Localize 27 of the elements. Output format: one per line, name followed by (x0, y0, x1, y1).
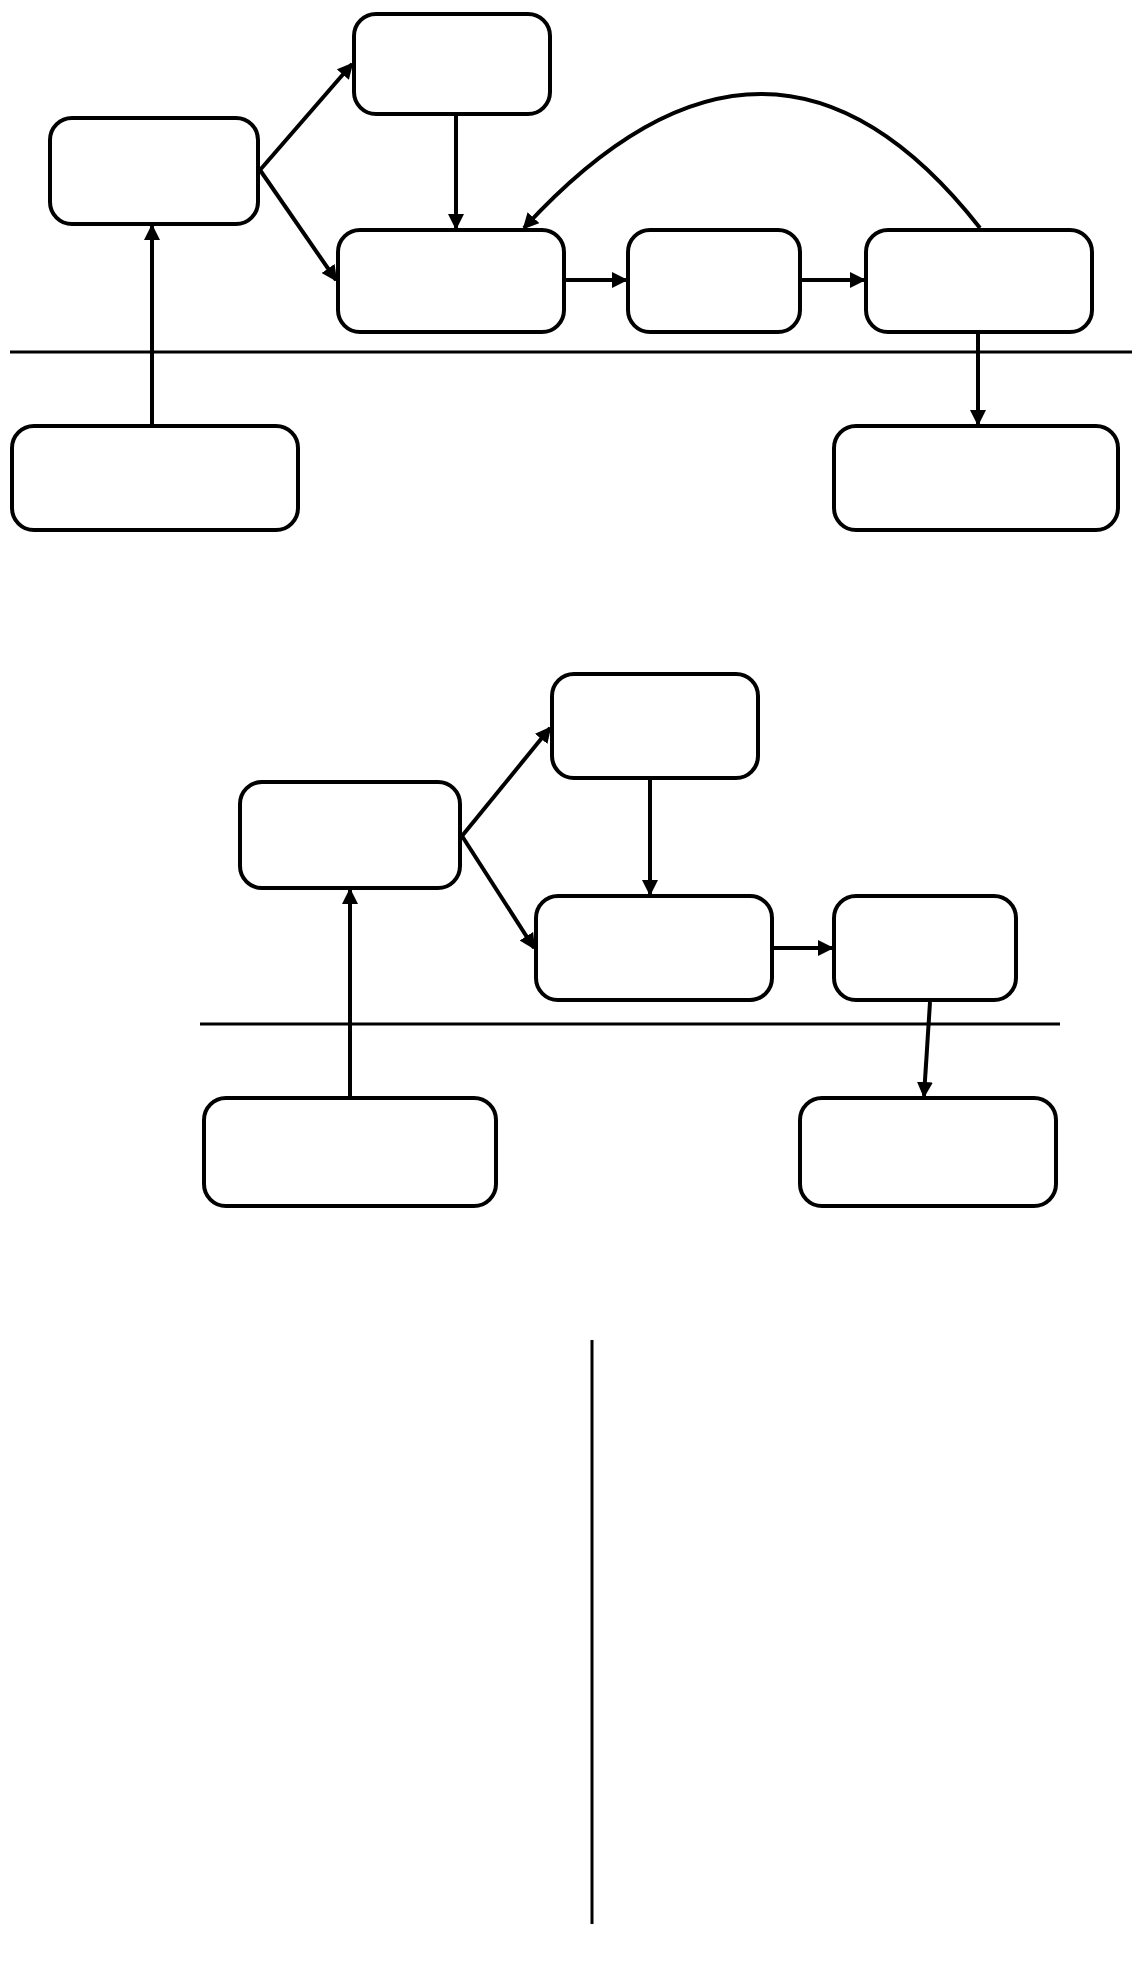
arrow (460, 726, 552, 838)
process-box (336, 228, 566, 334)
arrow (144, 224, 160, 424)
arrow (970, 334, 986, 426)
process-box (202, 1096, 498, 1208)
arrow (258, 62, 354, 172)
arrow (642, 780, 658, 896)
process-box (10, 424, 300, 532)
process-box (626, 228, 802, 334)
process-box (48, 116, 260, 226)
process-box (798, 1096, 1058, 1208)
arrow (916, 1001, 933, 1098)
arrow (448, 116, 464, 230)
arrow (802, 272, 866, 288)
process-box (550, 672, 760, 780)
process-box (832, 424, 1120, 532)
arrow (774, 940, 834, 956)
arrow (342, 888, 358, 1096)
process-box (832, 894, 1018, 1002)
process-box (864, 228, 1094, 334)
arrow (522, 92, 982, 230)
process-box (534, 894, 774, 1002)
arrow (460, 834, 536, 950)
arrow (566, 272, 628, 288)
process-box (352, 12, 552, 116)
arrow (258, 168, 338, 282)
process-box (238, 780, 462, 890)
